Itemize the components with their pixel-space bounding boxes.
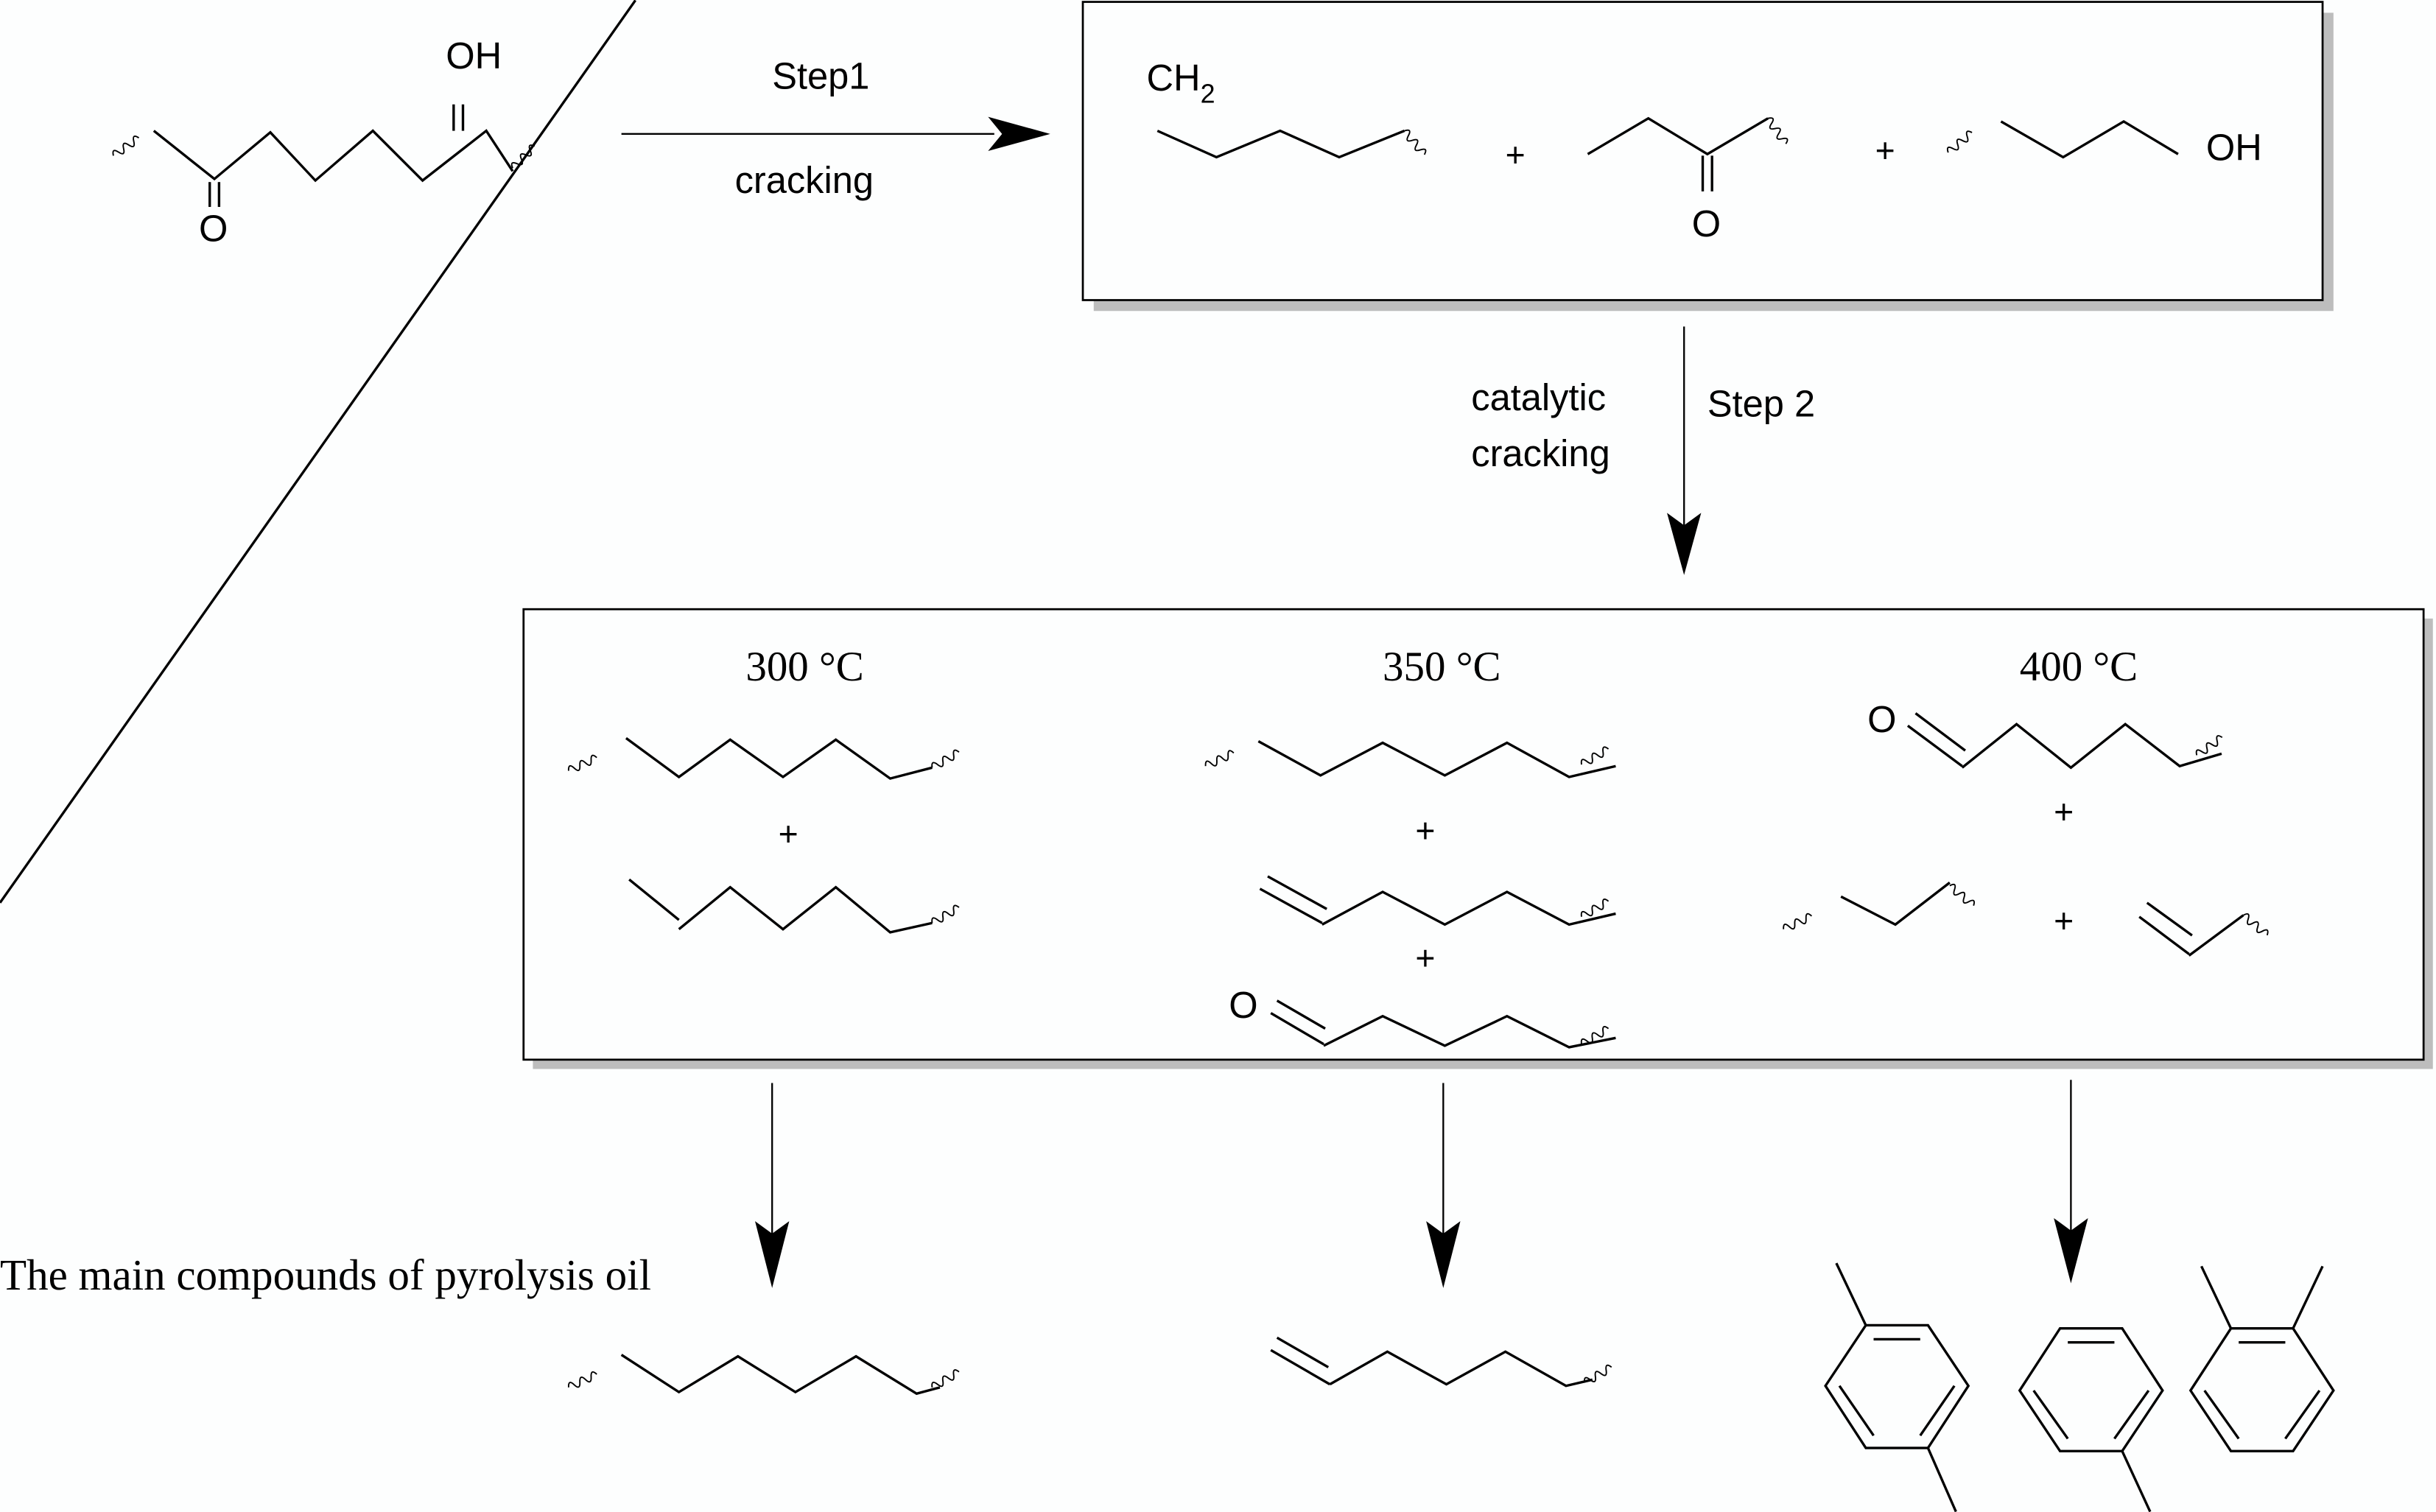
product-alkane	[566, 1354, 962, 1396]
step1-label: Step1	[772, 55, 869, 97]
step1-arrow	[621, 116, 1050, 152]
intermediate-products-box	[1081, 1, 2334, 312]
column-400c: 400 °C O + +	[1780, 644, 2271, 957]
arrow-300c-to-product	[755, 1083, 790, 1288]
intermediate-alcohol-fragment: OH	[1945, 119, 2262, 169]
temperature-label-400: 400 °C	[2020, 644, 2138, 690]
svg-text:CH2: CH2	[1146, 57, 1215, 109]
alkyl-fragment	[1780, 882, 1977, 934]
intermediate-ketone-fragment: O	[1587, 115, 1790, 245]
reactant-o-label: O	[199, 207, 228, 249]
aldehyde-fragment: O	[1229, 984, 1616, 1049]
reactant-oh-label: OH	[446, 35, 502, 77]
product-o-xylene	[2188, 1265, 2335, 1452]
product-toluene	[2018, 1326, 2164, 1512]
wavy-bond-left	[110, 133, 142, 160]
step2-label: Step 2	[1707, 383, 1815, 425]
reactant-polymer-structure: OH O	[110, 35, 538, 249]
main-compounds-label: The main compounds of pyrolysis oil	[0, 1251, 651, 1299]
reactant-chain	[152, 129, 514, 183]
alkene-fragment	[1259, 875, 1616, 926]
plus-sign: +	[1415, 938, 1435, 977]
alcohol-oh-label: OH	[2206, 127, 2262, 169]
temperature-label-300: 300 °C	[745, 644, 863, 690]
alkane-fragment	[566, 736, 962, 780]
aldehyde-o-label: O	[1867, 698, 1896, 740]
column-350c: 350 °C + + O	[1203, 644, 1616, 1049]
plus-sign: +	[2054, 901, 2074, 940]
product-alkene	[1270, 1336, 1615, 1388]
step2-arrow	[1667, 326, 1702, 575]
aldehyde-fragment: O	[1867, 698, 2225, 770]
product-p-xylene	[1824, 1262, 1970, 1512]
alkene-fragment	[0, 0, 962, 934]
alkane-fragment	[1203, 739, 1616, 778]
plus-sign: +	[1506, 136, 1526, 174]
step1-cracking-label: cracking	[735, 159, 874, 201]
step2-cracking-label: cracking	[1471, 432, 1610, 474]
arrow-350c-to-product	[1426, 1083, 1461, 1288]
plus-sign: +	[1415, 812, 1435, 850]
plus-sign: +	[2054, 792, 2074, 831]
aldehyde-o-label: O	[1229, 984, 1257, 1026]
arrow-400c-to-product	[2054, 1080, 2088, 1284]
temperature-products-box	[522, 608, 2433, 1069]
plus-sign: +	[1875, 131, 1895, 169]
ketone-o-label: O	[1692, 203, 1721, 245]
intermediate-alkyl-fragment: CH2	[1146, 57, 1428, 159]
plus-sign: +	[779, 815, 798, 853]
temperature-label-350: 350 °C	[1383, 644, 1500, 690]
step2-catalytic-label: catalytic	[1471, 376, 1606, 418]
propenyl-fragment	[2138, 901, 2271, 957]
column-300c: 300 °C +	[0, 0, 962, 934]
